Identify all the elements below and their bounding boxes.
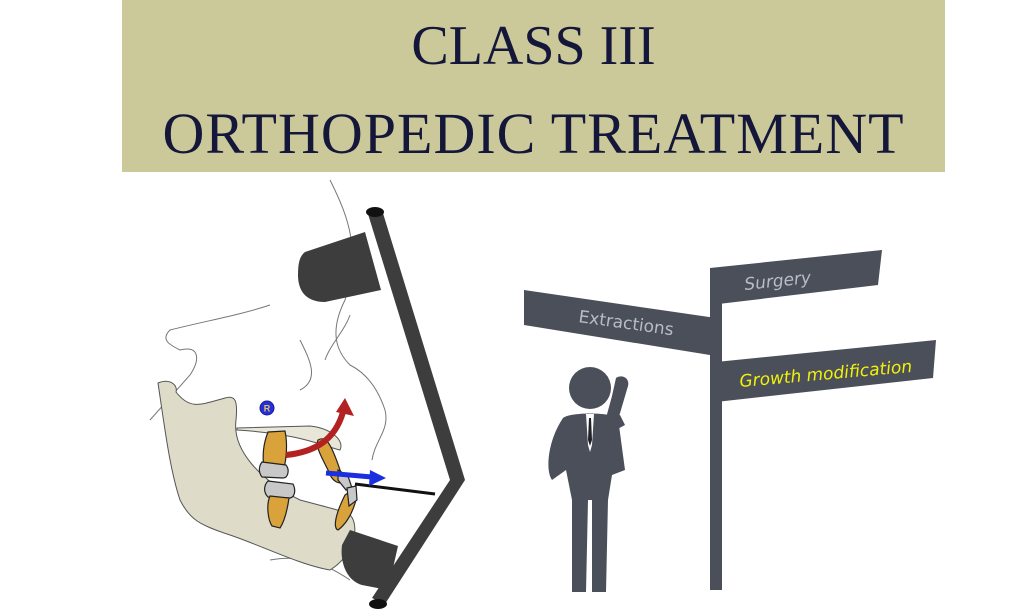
elastic-wire [354, 482, 436, 496]
facemask [298, 207, 465, 609]
signpost: Surgery Extractions Growth modification [524, 250, 936, 590]
lower-molar [267, 495, 290, 529]
mandible [157, 380, 356, 571]
rotation-center-marker: R [259, 400, 275, 416]
sign-growth-modification [716, 340, 936, 402]
thinking-person-icon [548, 367, 629, 592]
signpost-pole [710, 268, 722, 590]
upper-molar-crown [258, 461, 289, 479]
sign-extractions [524, 290, 716, 356]
forward-arrow-icon [325, 470, 386, 486]
lower-incisor-crown [346, 485, 358, 508]
lower-molar-crown [264, 480, 296, 499]
rotation-arrow-icon [285, 398, 354, 458]
title-line-1: CLASS III [411, 15, 656, 77]
title-banner: CLASS III ORTHOPEDIC TREATMENT [122, 0, 945, 172]
chin-pad [341, 530, 398, 590]
forehead-pad [298, 232, 381, 302]
title-line-2: ORTHOPEDIC TREATMENT [162, 101, 905, 166]
rotation-center-label: R [264, 404, 271, 414]
sign-surgery [710, 250, 882, 305]
